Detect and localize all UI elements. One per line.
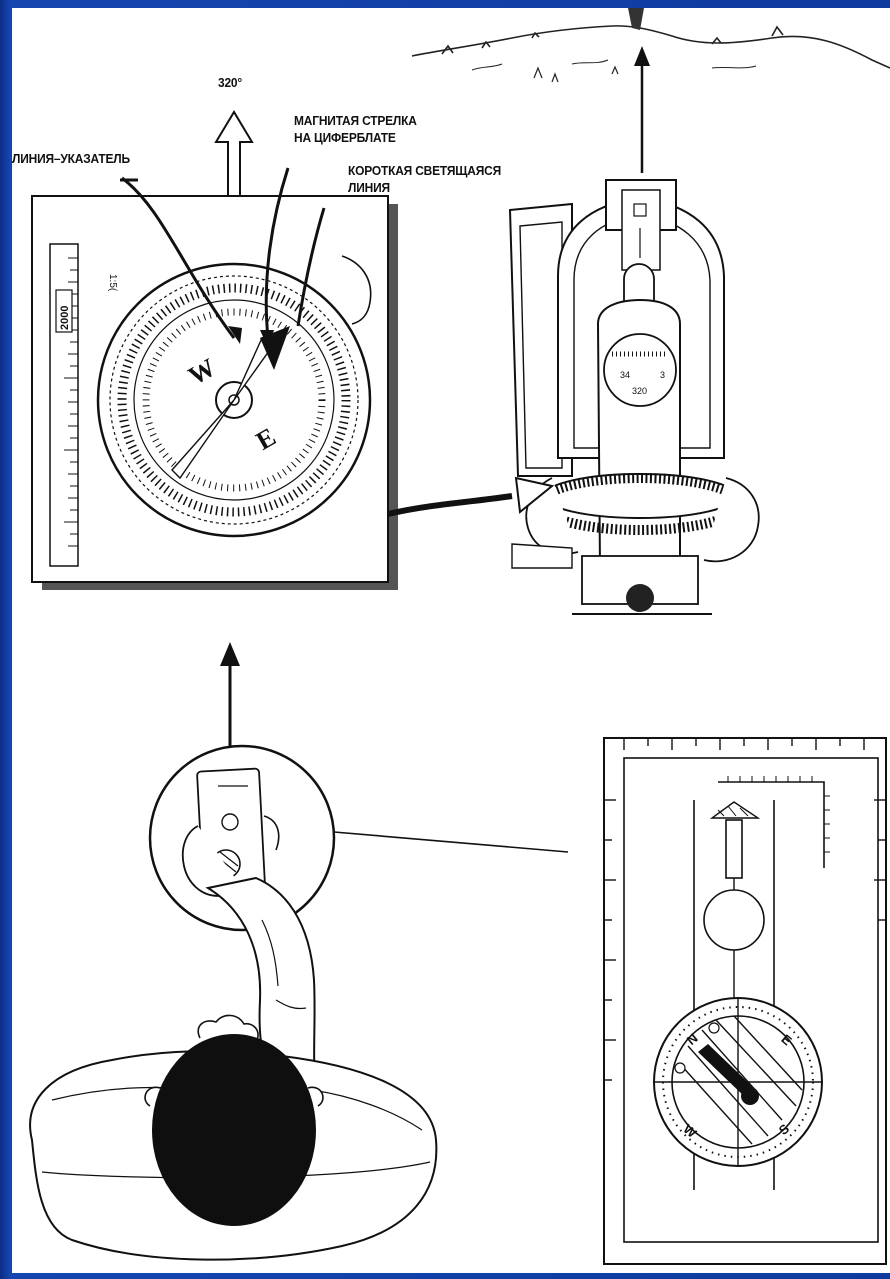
zoom-connector-line bbox=[334, 832, 568, 852]
compass-bezel bbox=[98, 264, 370, 536]
bottom-illustration: N E S W bbox=[12, 620, 890, 1273]
lensatic-compass: 34 320 3 bbox=[510, 180, 759, 614]
index-line-label: ЛИНИЯ–УКАЗАТЕЛЬ bbox=[12, 150, 130, 167]
ruler-number: 2000 bbox=[59, 306, 71, 330]
luminous-line-label-1: КОРОТКАЯ СВЕТЯЩАЯСЯ bbox=[348, 162, 501, 179]
top-illustration: 2000 1:5( W E bbox=[12, 8, 890, 620]
magnetic-arrow-label-2: НА ЦИФЕРБЛАТЕ bbox=[294, 129, 396, 146]
top-illustration-panel: 2000 1:5( W E bbox=[12, 8, 890, 620]
luminous-line-label-2: ЛИНИЯ bbox=[348, 179, 390, 196]
head-hair bbox=[152, 1034, 316, 1226]
heading-label: 320° bbox=[218, 74, 242, 91]
bottom-illustration-panel: N E S W bbox=[12, 620, 890, 1273]
magnetic-arrow-label-1: МАГНИТАЯ СТРЕЛКА bbox=[294, 112, 417, 129]
scale-ratio: 1:5( bbox=[107, 274, 118, 292]
dial-value-center: 320 bbox=[632, 386, 647, 396]
mountain-landscape bbox=[412, 26, 890, 82]
dial-value-left: 34 bbox=[620, 370, 630, 380]
person-top-view bbox=[30, 878, 436, 1260]
sight-arrow bbox=[634, 46, 650, 173]
dial-value-right: 3 bbox=[660, 370, 665, 380]
baseplate-compass-detail: N E S W bbox=[604, 738, 886, 1264]
